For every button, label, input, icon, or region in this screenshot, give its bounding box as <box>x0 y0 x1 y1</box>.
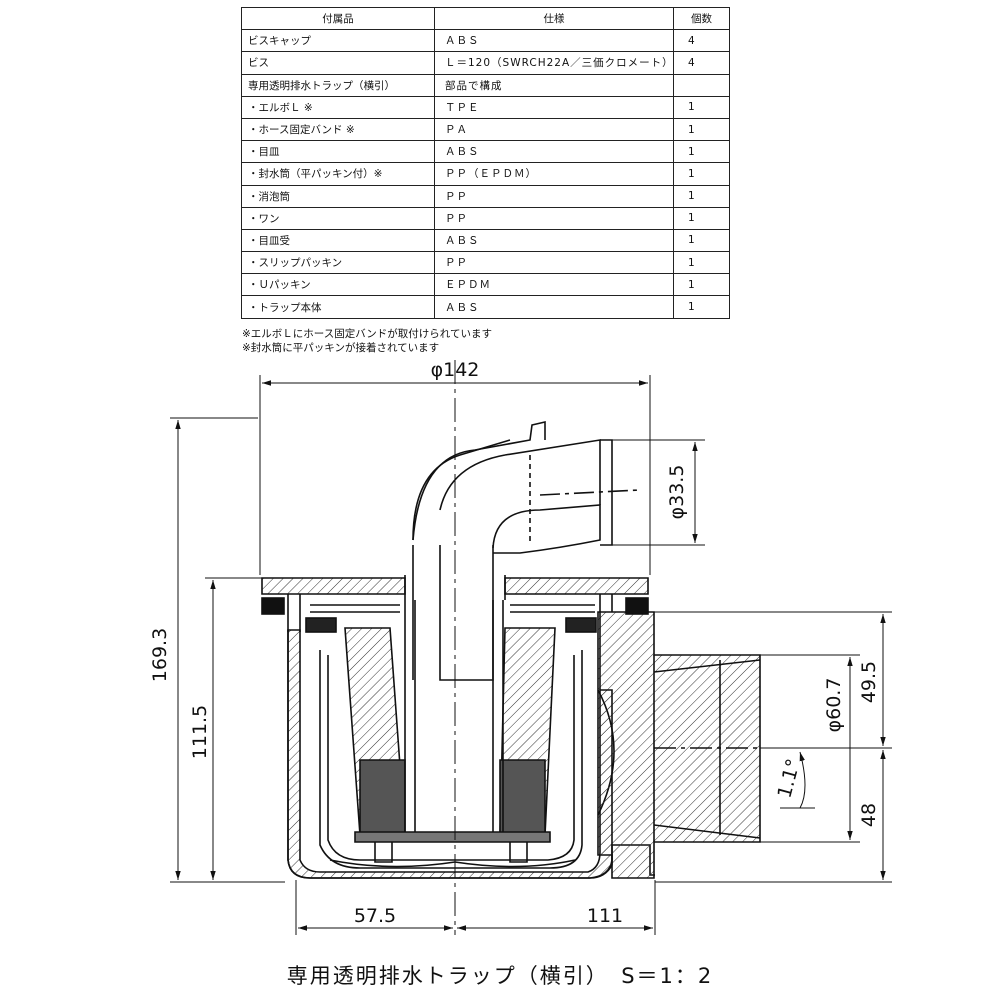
part-cell: ビス <box>241 51 435 75</box>
drawing-caption: 専用透明排水トラップ（横引） S＝1：2 <box>286 964 714 988</box>
qty-cell: 1 <box>673 162 730 186</box>
part-cell: ・トラップ本体 <box>241 295 435 319</box>
qty-cell: 4 <box>673 51 730 75</box>
dim-outlet-center: 48 <box>858 803 880 827</box>
dim-slope: 1.1° <box>773 756 805 800</box>
note-1: ※エルボＬにホース固定バンドが取付けられています <box>242 328 492 340</box>
part-cell: ・ホース固定バンド ※ <box>241 117 435 142</box>
part-cell: ・エルボＬ ※ <box>241 95 435 119</box>
dim-outlet-dia: φ60.7 <box>823 678 845 733</box>
qty-cell <box>673 73 730 97</box>
spec-cell: ＡＢＳ <box>434 29 674 53</box>
spec-cell: Ｌ＝120（SWRCH22A／三価クロメート） <box>434 51 674 75</box>
dim-hose-dia: φ33.5 <box>666 465 688 520</box>
table-row: 専用透明排水トラップ（横引）部品で構成 <box>241 73 730 97</box>
dimension-lines <box>170 375 892 935</box>
note-2: ※封水筒に平パッキンが接着されています <box>242 342 440 354</box>
dim-total-height: 169.3 <box>149 628 171 682</box>
notes: ※エルボＬにホース固定バンドが取付けられています ※封水筒に平パッキンが接着され… <box>242 327 492 355</box>
dim-body-height: 111.5 <box>189 705 211 759</box>
part-cell: 専用透明排水トラップ（横引） <box>241 73 435 97</box>
qty-cell: 1 <box>673 295 730 319</box>
dim-outlet-height: 49.5 <box>858 661 880 703</box>
dim-top-width: φ142 <box>431 359 480 381</box>
table-row: ・封水筒（平パッキン付）※ＰＰ（ＥＰＤＭ）1 <box>241 162 730 186</box>
dim-left-offset: 57.5 <box>354 905 396 927</box>
trap-body <box>261 420 761 879</box>
trap-drawing: φ142 φ33.5 169.3 111.5 φ60.7 49.5 48 1.1… <box>149 359 892 935</box>
spec-cell: 部品で構成 <box>434 73 674 97</box>
qty-cell: 1 <box>673 95 730 119</box>
spec-cell: ＴＰＥ <box>434 95 674 119</box>
dim-right-offset: 111 <box>587 905 623 927</box>
